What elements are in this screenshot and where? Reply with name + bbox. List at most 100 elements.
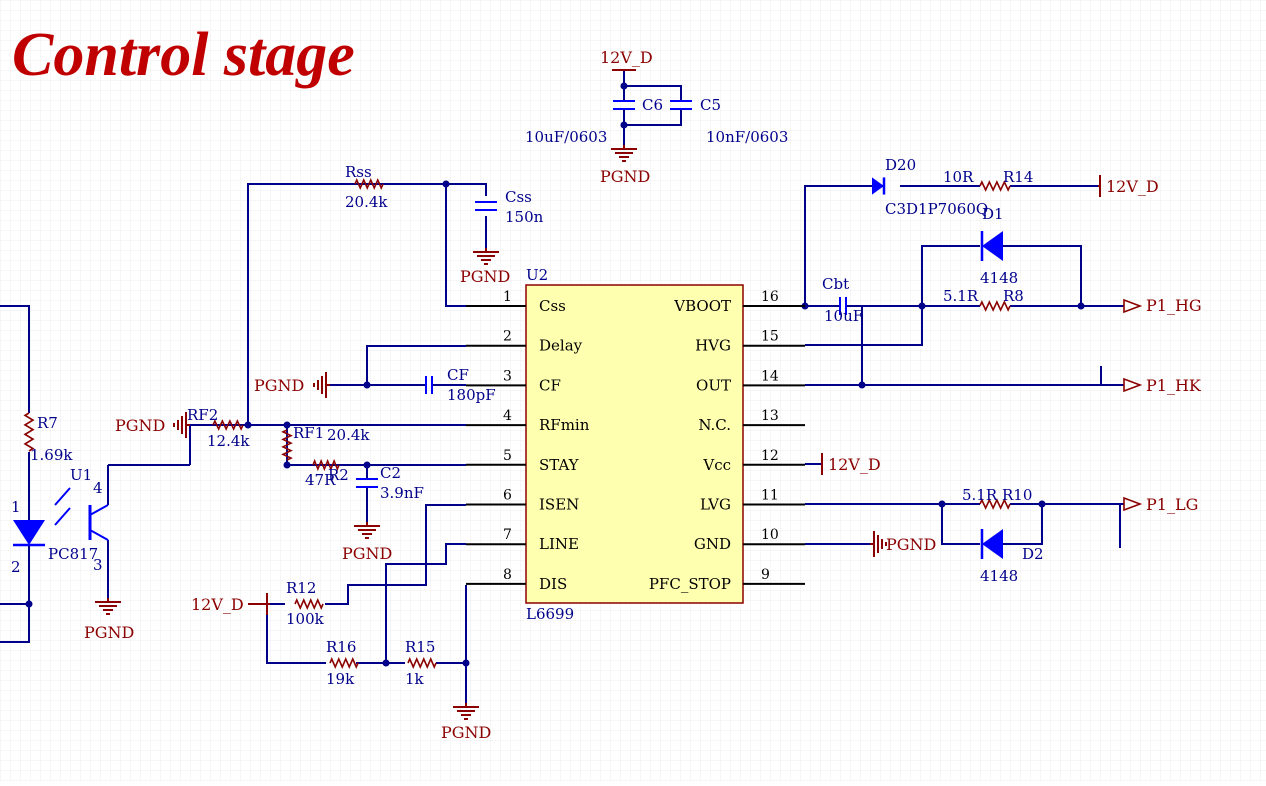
ic-right-pins: 16VBOOT15HVG14OUT13N.C.12Vcc11LVG10GND9P… [649,289,805,593]
resistor-symbol [979,180,1011,192]
u1-pin3: 3 [93,556,103,574]
css-value: 150n [505,208,544,226]
cf-ref: CF [447,366,469,384]
resistor-symbol [212,419,244,431]
d1-value: 4148 [980,269,1018,287]
transistor-emitter [89,529,109,541]
rf1-value: 20.4k [327,426,370,444]
resistor-symbol [979,300,1011,312]
ic-pin-number: 13 [761,408,779,424]
u1-pin1: 1 [11,498,21,516]
resistor-symbol [294,598,324,610]
r10-ref: R10 [1002,486,1032,504]
ic-pin-name: Vcc [702,456,731,474]
c2-value: 3.9nF [380,484,424,502]
junctions [25,82,1085,667]
junction-dot [25,600,33,608]
resistor-symbol [281,429,293,461]
ic-pin-number: 7 [503,527,512,543]
ic-pin-number: 6 [503,488,512,504]
r12-value: 100k [286,610,325,628]
transistor-collector [89,504,109,516]
port-arrow [1123,377,1143,393]
net-pgnd-css: PGND [460,267,510,286]
ic-part-number: L6699 [526,605,574,623]
net-12v-top: 12V_D [600,48,653,67]
junction-dot [1038,500,1046,508]
rss-ref: Rss [345,163,372,181]
junction-dot [382,659,390,667]
d20-ref: D20 [885,156,916,174]
rf2-value: 12.4k [207,432,250,450]
rss-value: 20.4k [345,193,388,211]
ic-pin-number: 4 [503,408,512,424]
resistor-symbol [979,498,1011,510]
cf-value: 180pF [447,386,496,404]
ic-pin-number: 2 [503,329,512,345]
wire [0,545,30,643]
ic-pin-name: GND [694,535,731,553]
ic-pin-name: VBOOT [673,297,731,315]
wire [266,604,326,664]
r14-value: 10R [943,168,974,186]
wire [385,543,466,663]
r7-ref: R7 [37,414,58,432]
ic-pin-number: 11 [761,488,779,504]
ic-pin-number: 9 [761,567,770,583]
ic-pin-name: STAY [539,456,580,474]
wire [941,504,980,545]
sheet-title: Control stage [12,21,355,89]
ic-pin-name: Css [539,297,566,315]
component-labels: Rss 20.4k Css 150n C6 10uF/0603 C5 10nF/… [11,96,1044,688]
net-12v-d20: 12V_D [1106,177,1159,196]
ic-designator: U2 [526,266,548,284]
ic-pin-number: 8 [503,567,512,583]
wire [0,305,30,413]
port-arrow [1123,298,1143,314]
diode-body [982,529,1003,559]
r2-value: 47R [305,471,336,489]
resistor-symbol [23,412,35,452]
junction-dot [938,500,946,508]
junction-dot [244,421,252,429]
r8-value: 5.1R [943,287,979,305]
junction-dot [363,381,371,389]
ic-body[interactable] [525,284,744,604]
ic-pin-name: N.C. [698,416,731,434]
ic-pin-number: 14 [761,368,779,384]
net-pgnd-top: PGND [600,167,650,186]
ic-pin-name: DIS [539,575,567,593]
c6-value: 10uF/0603 [525,128,607,146]
ic-pin-name: PFC_STOP [649,575,731,593]
r14-ref: R14 [1003,168,1033,186]
ic-pin-name: LVG [700,496,731,514]
net-p1-lg: P1_LG [1146,495,1198,514]
ic-pin-number: 1 [503,289,512,305]
net-12v-vcc: 12V_D [828,455,881,474]
cbt-value: 10uF [824,307,863,325]
rf1-ref: RF1 [293,424,324,442]
junction-dot [462,659,470,667]
u1-ref: U1 [70,466,92,484]
resistor-symbol [312,458,340,472]
c2-ref: C2 [380,464,401,482]
net-pgnd-u1: PGND [84,623,134,642]
c5-value: 10nF/0603 [706,128,788,146]
net-pgnd-bottom: PGND [441,723,491,742]
junction-dot [283,421,291,429]
rf2-ref: RF2 [187,406,218,424]
wire [624,110,682,126]
wire [804,185,884,306]
u1-value: PC817 [48,545,98,563]
ic-pin-number: 12 [761,448,779,464]
ic-pin-name: OUT [696,376,731,394]
led-body [13,520,45,545]
u1-pin2: 2 [11,558,21,576]
wire [921,245,980,306]
wire [623,70,682,100]
net-labels: 12V_D PGND PGND PGND PGND PGND PGND 12V_… [84,48,1202,742]
net-p1-hg: P1_HG [1146,296,1202,315]
junction-dot [283,461,291,469]
